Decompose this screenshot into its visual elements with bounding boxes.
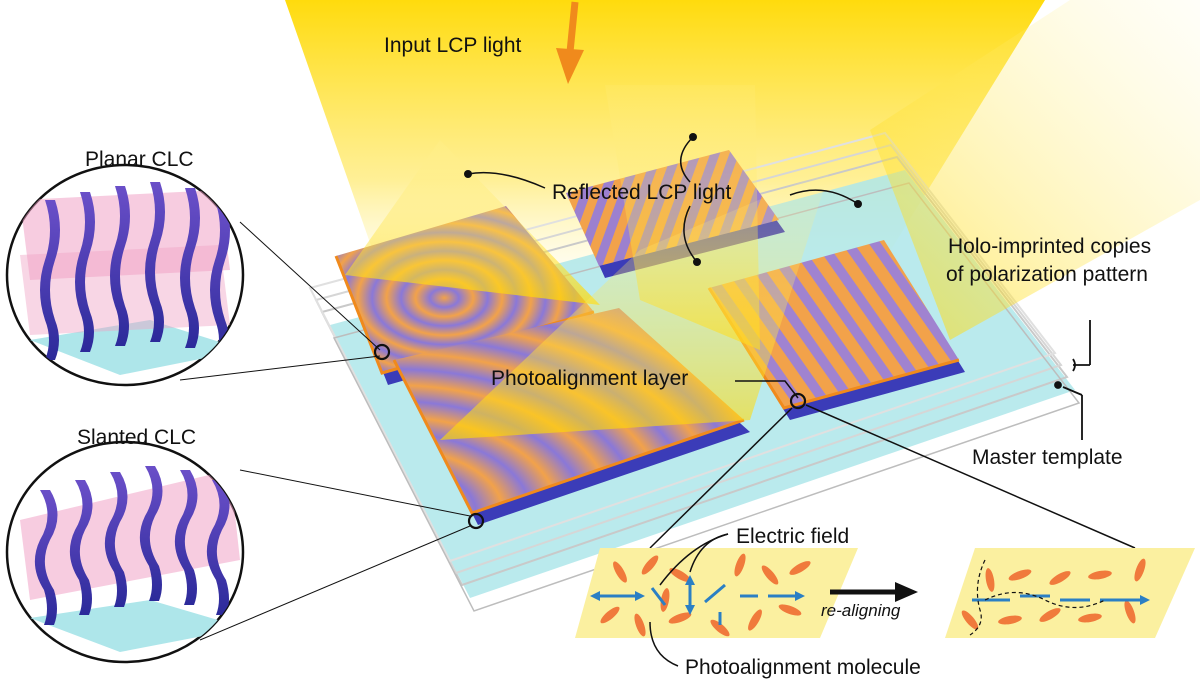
planar-clc-label: Planar CLC <box>85 149 194 170</box>
holo-imprinted-label-line2: of polarization pattern <box>946 264 1148 285</box>
molecule-panel-before <box>575 548 858 639</box>
planar-clc-inset <box>7 165 245 385</box>
holo-imprinted-label-line1: Holo-imprinted copies <box>948 236 1151 257</box>
photoalignment-layer-label: Photoalignment layer <box>491 368 688 389</box>
electric-field-label: Electric field <box>736 526 849 547</box>
master-template-label: Master template <box>972 447 1123 468</box>
slanted-clc-inset <box>7 442 245 662</box>
photoalignment-molecule-label: Photoalignment molecule <box>685 657 921 678</box>
holo-bracket <box>1073 320 1090 371</box>
reflected-light-label: Reflected LCP light <box>552 182 731 203</box>
re-aligning-label: re-aligning <box>821 602 900 619</box>
slanted-clc-label: Slanted CLC <box>77 427 196 448</box>
molecule-panel-after <box>945 548 1195 638</box>
input-light-label: Input LCP light <box>384 35 521 56</box>
re-aligning-arrow-icon <box>830 582 918 602</box>
